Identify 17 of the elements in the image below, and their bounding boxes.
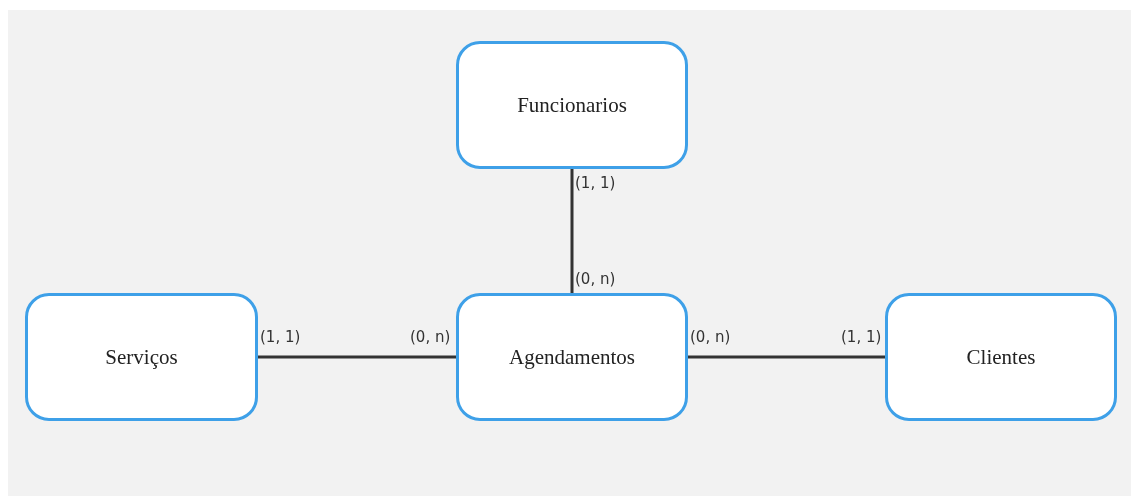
- entity-name: Clientes: [966, 344, 1036, 370]
- entity-box: [885, 293, 1117, 421]
- cardinality-label: (1, 1): [260, 328, 301, 346]
- cardinality-label: (1, 1): [575, 174, 616, 192]
- entity-box: [456, 293, 688, 421]
- cardinality-label: (0, n): [690, 328, 731, 346]
- cardinality-label: (0, n): [575, 270, 616, 288]
- entity-name: Funcionarios: [517, 92, 627, 118]
- entity-box: [456, 41, 688, 169]
- entity-name: Serviços: [105, 344, 178, 370]
- relationship-line: [258, 355, 456, 359]
- cardinality-label: (1, 1): [841, 328, 882, 346]
- cardinality-label: (0, n): [410, 328, 451, 346]
- relationship-line: [570, 169, 574, 293]
- entity-box: [25, 293, 258, 421]
- relationship-line: [688, 355, 885, 359]
- entity-name: Agendamentos: [509, 344, 635, 370]
